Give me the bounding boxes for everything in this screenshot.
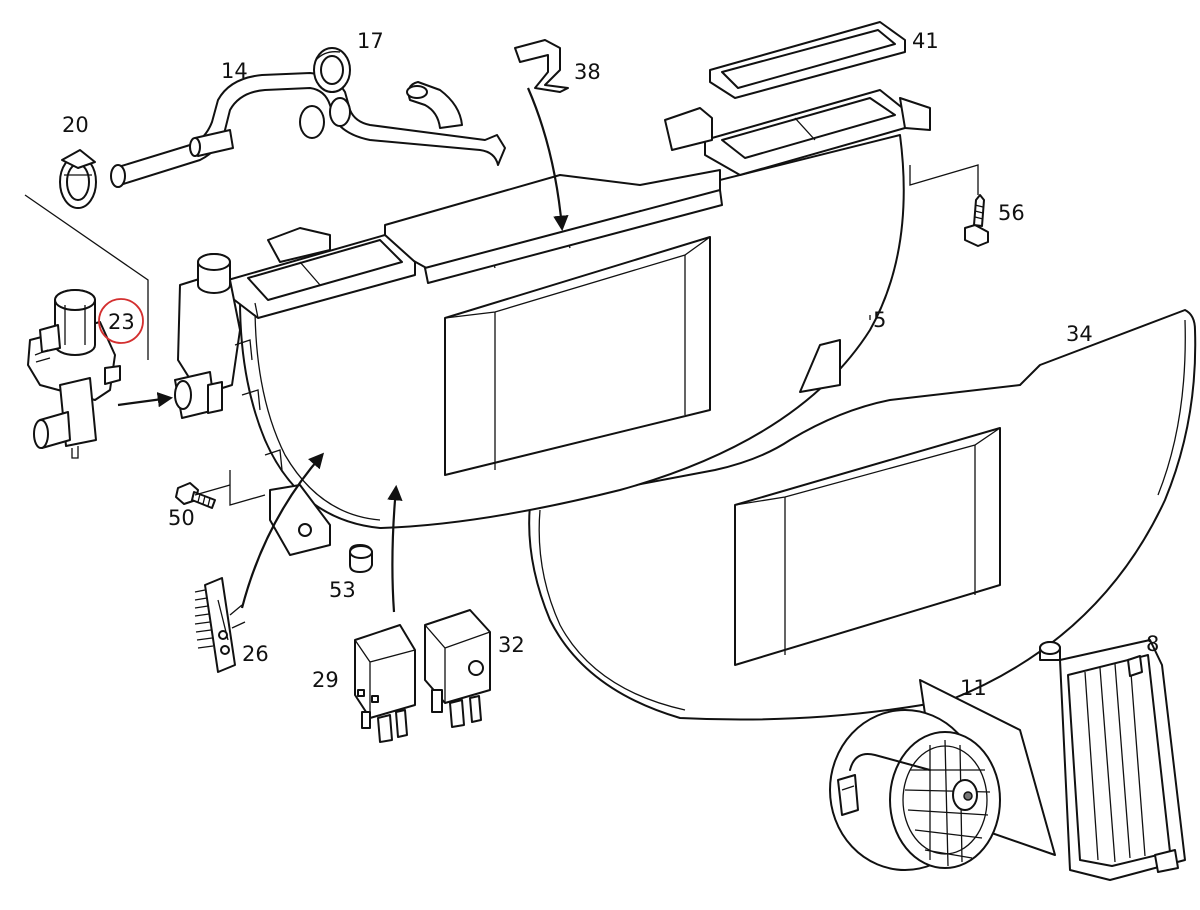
part-32-relay xyxy=(424,609,491,728)
part-53-nut xyxy=(349,544,373,573)
label-56: 56 xyxy=(998,201,1025,225)
part-41-seal-gasket xyxy=(709,21,906,99)
part-29-relay xyxy=(354,624,416,743)
label-26: 26 xyxy=(242,642,269,666)
label-29: 29 xyxy=(312,668,339,692)
label-5: 5 xyxy=(873,308,886,332)
part-11-blower-motor xyxy=(829,679,1056,871)
label-20: 20 xyxy=(62,113,89,137)
label-23: 23 xyxy=(108,310,135,334)
label-50: 50 xyxy=(168,506,195,530)
part-50-bolt xyxy=(175,482,216,509)
part-20-hose-clamp xyxy=(59,149,97,209)
part-5-heater-housing xyxy=(174,89,931,556)
part-23-water-valve xyxy=(27,289,121,459)
label-32: 32 xyxy=(498,633,525,657)
label-34: 34 xyxy=(1066,322,1093,346)
part-17-grommet xyxy=(313,47,351,93)
part-8-heater-core xyxy=(1039,639,1186,881)
part-34-cover-panel xyxy=(528,309,1197,721)
callout-labels: 5 8 11 14 17 20 23 26 29 32 34 38 41 50 … xyxy=(62,29,1159,700)
label-17: 17 xyxy=(357,29,384,53)
part-56-screw xyxy=(964,194,989,247)
label-53: 53 xyxy=(329,578,356,602)
part-26-resistor xyxy=(194,577,246,673)
label-8: 8 xyxy=(1146,632,1159,656)
label-14: 14 xyxy=(221,59,248,83)
assembly-arrows xyxy=(117,87,569,613)
highlight-ring-23 xyxy=(98,298,144,344)
label-41: 41 xyxy=(912,29,939,53)
part-14-hoses xyxy=(110,72,506,188)
label-38: 38 xyxy=(574,60,601,84)
label-11: 11 xyxy=(960,676,987,700)
part-38-retaining-clip xyxy=(514,39,569,93)
leader-lines xyxy=(24,164,979,506)
